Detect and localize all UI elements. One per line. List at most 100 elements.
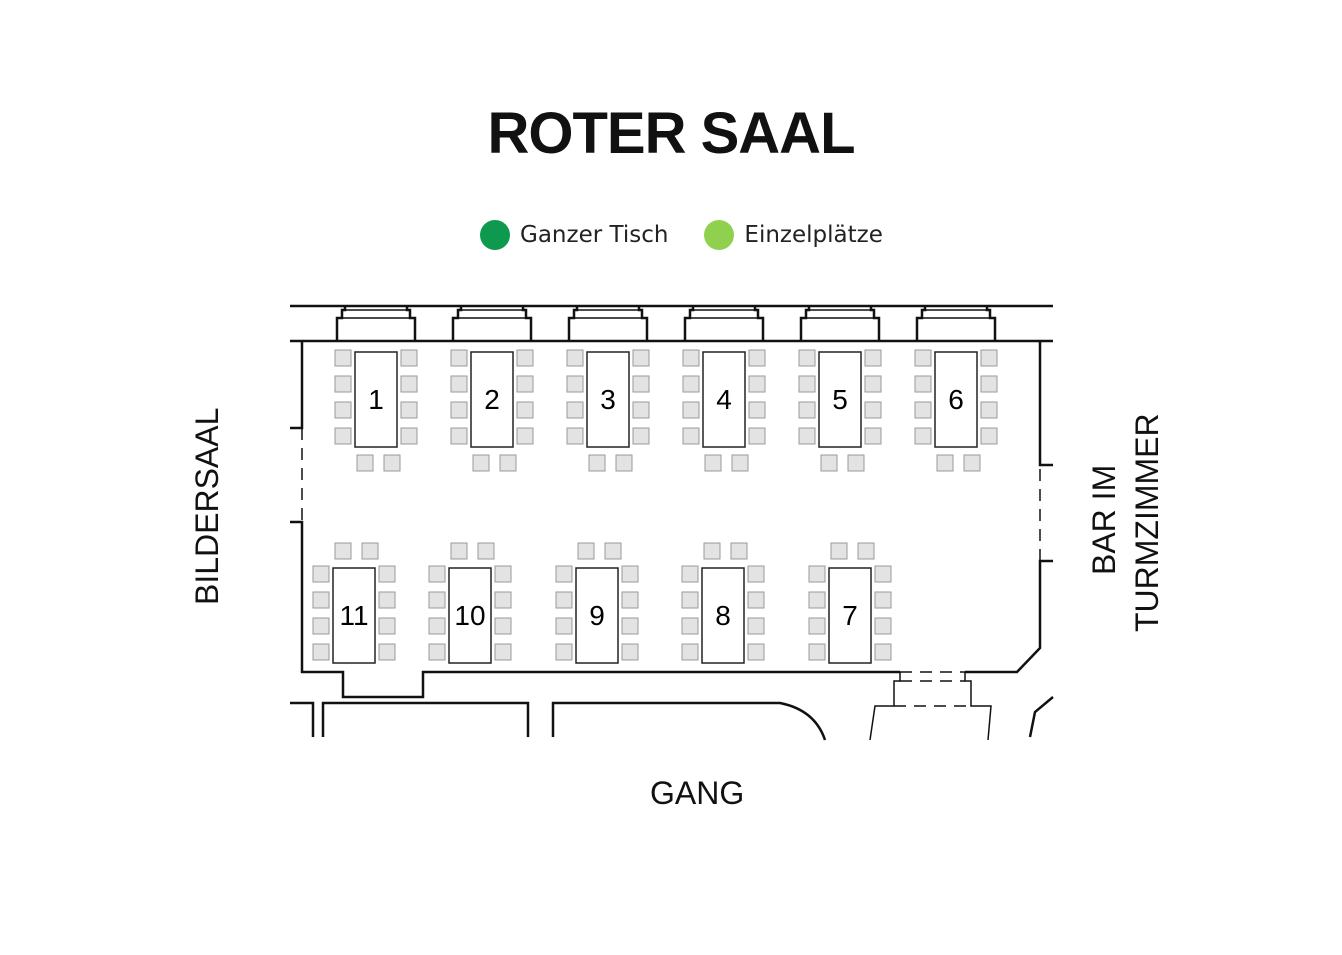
chair[interactable]	[621, 643, 639, 661]
chair[interactable]	[428, 591, 446, 609]
chair[interactable]	[914, 401, 932, 419]
chair[interactable]	[499, 454, 517, 472]
chair[interactable]	[588, 454, 606, 472]
chair[interactable]	[748, 349, 766, 367]
chair[interactable]	[980, 427, 998, 445]
chair[interactable]	[864, 427, 882, 445]
chair[interactable]	[312, 565, 330, 583]
table-5[interactable]: 5	[798, 349, 882, 472]
table-6[interactable]: 6	[914, 349, 998, 472]
chair[interactable]	[681, 643, 699, 661]
chair[interactable]	[874, 565, 892, 583]
chair[interactable]	[334, 542, 352, 560]
chair[interactable]	[378, 565, 396, 583]
table-11[interactable]: 11	[312, 542, 396, 664]
chair[interactable]	[555, 565, 573, 583]
chair[interactable]	[857, 542, 875, 560]
chair[interactable]	[615, 454, 633, 472]
chair[interactable]	[334, 349, 352, 367]
chair[interactable]	[748, 427, 766, 445]
chair[interactable]	[914, 349, 932, 367]
chair[interactable]	[400, 349, 418, 367]
chair[interactable]	[566, 401, 584, 419]
chair[interactable]	[334, 401, 352, 419]
chair[interactable]	[566, 349, 584, 367]
chair[interactable]	[334, 375, 352, 393]
chair[interactable]	[516, 427, 534, 445]
chair[interactable]	[312, 643, 330, 661]
chair[interactable]	[963, 454, 981, 472]
chair[interactable]	[378, 643, 396, 661]
chair[interactable]	[450, 427, 468, 445]
chair[interactable]	[621, 617, 639, 635]
chair[interactable]	[494, 591, 512, 609]
chair[interactable]	[914, 375, 932, 393]
table-8[interactable]: 8	[681, 542, 765, 664]
chair[interactable]	[864, 375, 882, 393]
chair[interactable]	[980, 349, 998, 367]
chair[interactable]	[682, 427, 700, 445]
chair[interactable]	[632, 401, 650, 419]
chair[interactable]	[312, 617, 330, 635]
chair[interactable]	[494, 565, 512, 583]
chair[interactable]	[914, 427, 932, 445]
chair[interactable]	[555, 617, 573, 635]
chair[interactable]	[400, 375, 418, 393]
chair[interactable]	[632, 427, 650, 445]
chair[interactable]	[428, 565, 446, 583]
table-2[interactable]: 2	[450, 349, 534, 472]
chair[interactable]	[704, 454, 722, 472]
table-1[interactable]: 1	[334, 349, 418, 472]
table-10[interactable]: 10	[428, 542, 512, 664]
chair[interactable]	[864, 349, 882, 367]
chair[interactable]	[400, 427, 418, 445]
chair[interactable]	[494, 617, 512, 635]
chair[interactable]	[747, 565, 765, 583]
table-3[interactable]: 3	[566, 349, 650, 472]
table-9[interactable]: 9	[555, 542, 639, 664]
chair[interactable]	[808, 617, 826, 635]
chair[interactable]	[808, 591, 826, 609]
chair[interactable]	[361, 542, 379, 560]
chair[interactable]	[604, 542, 622, 560]
chair[interactable]	[450, 375, 468, 393]
chair[interactable]	[747, 617, 765, 635]
table-7[interactable]: 7	[808, 542, 892, 664]
chair[interactable]	[621, 591, 639, 609]
chair[interactable]	[577, 542, 595, 560]
chair[interactable]	[703, 542, 721, 560]
chair[interactable]	[312, 591, 330, 609]
chair[interactable]	[936, 454, 954, 472]
chair[interactable]	[682, 349, 700, 367]
chair[interactable]	[874, 643, 892, 661]
chair[interactable]	[356, 454, 374, 472]
chair[interactable]	[632, 349, 650, 367]
chair[interactable]	[555, 643, 573, 661]
chair[interactable]	[621, 565, 639, 583]
chair[interactable]	[820, 454, 838, 472]
chair[interactable]	[516, 349, 534, 367]
table-4[interactable]: 4	[682, 349, 766, 472]
chair[interactable]	[494, 643, 512, 661]
chair[interactable]	[830, 542, 848, 560]
chair[interactable]	[682, 375, 700, 393]
chair[interactable]	[450, 349, 468, 367]
chair[interactable]	[555, 591, 573, 609]
chair[interactable]	[477, 542, 495, 560]
chair[interactable]	[980, 401, 998, 419]
chair[interactable]	[566, 375, 584, 393]
chair[interactable]	[748, 375, 766, 393]
chair[interactable]	[798, 427, 816, 445]
chair[interactable]	[798, 349, 816, 367]
chair[interactable]	[874, 591, 892, 609]
chair[interactable]	[747, 591, 765, 609]
chair[interactable]	[334, 427, 352, 445]
chair[interactable]	[808, 643, 826, 661]
chair[interactable]	[632, 375, 650, 393]
chair[interactable]	[747, 643, 765, 661]
chair[interactable]	[400, 401, 418, 419]
chair[interactable]	[847, 454, 865, 472]
chair[interactable]	[450, 401, 468, 419]
chair[interactable]	[516, 375, 534, 393]
chair[interactable]	[378, 617, 396, 635]
